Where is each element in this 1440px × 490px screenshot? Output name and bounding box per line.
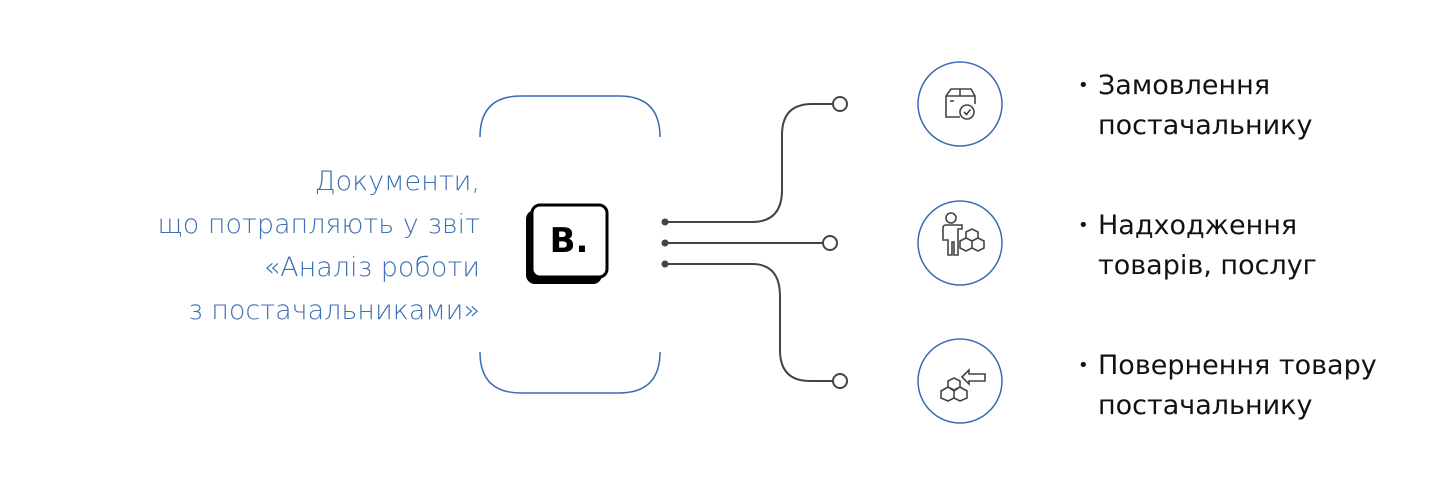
caption-line: з постачальниками» [188, 295, 480, 326]
item-label: постачальнику [1098, 390, 1313, 421]
caption-line: Документи, [314, 166, 480, 197]
item-label: Замовлення [1098, 70, 1271, 101]
connector-bottom [665, 263, 833, 382]
boxes-return-icon [940, 368, 986, 402]
bracket-top [479, 95, 661, 138]
icon-circle-1 [917, 61, 1003, 147]
item-label: Повернення товару [1098, 350, 1377, 381]
list-item: • Повернення товару постачальнику [1078, 346, 1377, 426]
bracket-bottom [479, 351, 661, 394]
caption-line: що потрапляють у звіт [157, 209, 480, 240]
logo: B. [526, 203, 609, 284]
list-item: • Надходження товарів, послуг [1078, 206, 1317, 286]
connector-top [665, 103, 833, 223]
caption-line: «Аналіз роботи [263, 252, 480, 283]
item-label: Надходження [1098, 210, 1298, 241]
icon-circle-3 [917, 338, 1003, 424]
person-boxes-icon [942, 212, 985, 256]
item-label: постачальнику [1098, 110, 1313, 141]
icon-circle-2 [917, 200, 1003, 286]
logo-text: B. [550, 221, 589, 261]
list-item: • Замовлення постачальнику [1078, 66, 1312, 146]
box-check-icon [945, 88, 976, 120]
item-label: товарів, послуг [1098, 250, 1317, 281]
left-caption: Документи, що потрапляють у звіт «Аналіз… [157, 160, 480, 332]
